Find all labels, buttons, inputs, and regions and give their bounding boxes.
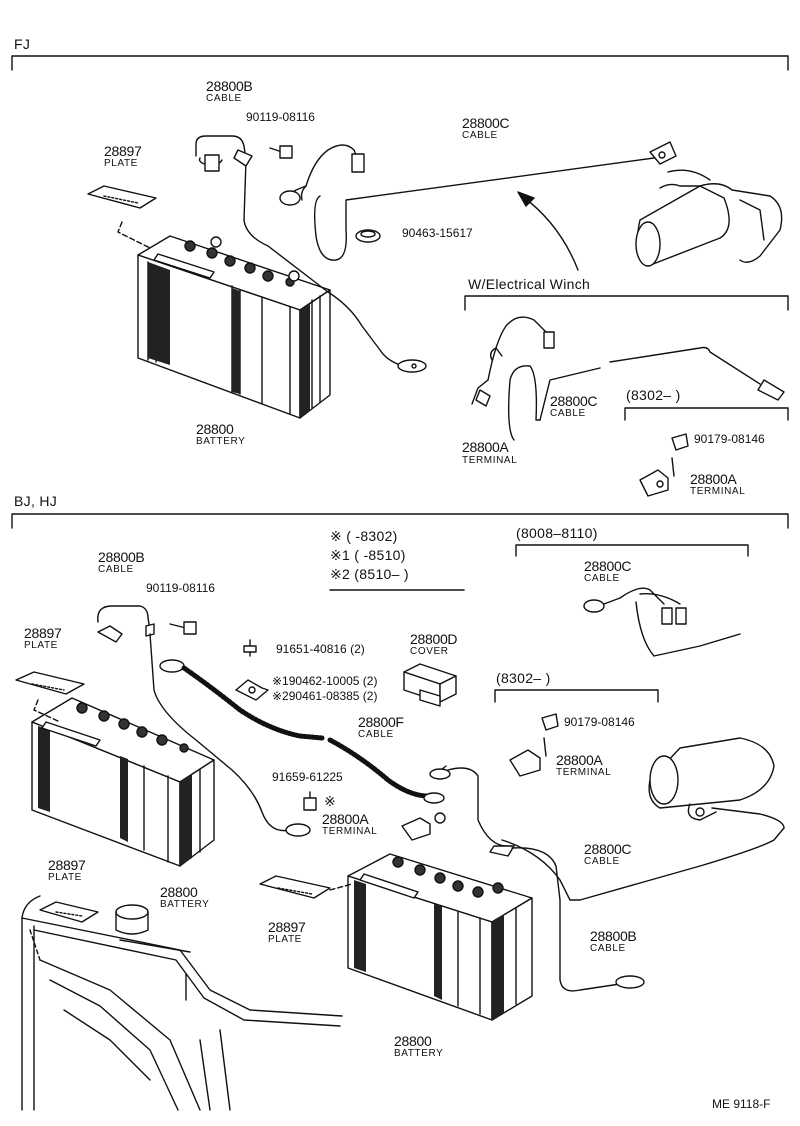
fj-direction-arrow: [517, 191, 579, 271]
bj-right-battery: [347, 853, 533, 1021]
bj-bolt2-part: 91651-40816 (2): [276, 642, 365, 656]
bj-screw1-part: ※190462-10005 (2): [272, 674, 378, 688]
bj-plate-left-part: 28897: [48, 857, 86, 873]
bj-plate-mid-part: 28897: [268, 919, 306, 935]
fj-plate: [87, 185, 157, 249]
fj-bolt: [269, 145, 293, 159]
bj-cable-c-right: [429, 765, 785, 901]
fj-winch-terminal-name: TERMINAL: [462, 455, 518, 466]
bj-bolt3-mark: ※: [324, 793, 337, 809]
legend-row-1: ※1 ( -8510): [330, 547, 406, 563]
fj-clamp-part: 90463-15617: [402, 226, 473, 240]
bj-plate-top: [15, 671, 85, 723]
bj-plate-top-name: PLATE: [24, 640, 58, 651]
fj-winch-cable-c-name: CABLE: [550, 408, 586, 419]
bj-cable-c-top-name: CABLE: [584, 573, 620, 584]
winch-section-bracket: [464, 295, 789, 311]
section-bj-hj-title: BJ, HJ: [14, 493, 58, 509]
bj-screw-bracket: [235, 679, 269, 701]
bj-cover-part: 28800D: [410, 631, 458, 647]
fj-date-bracket: [624, 407, 789, 421]
bj-cable-b-right-part: 28800B: [590, 928, 637, 944]
bj-bolt2: [243, 639, 257, 657]
bj-plate-left: [39, 901, 99, 923]
bj-cable-f-part: 28800F: [358, 714, 404, 730]
bj-cable-b-top: [97, 605, 311, 837]
fj-starter: [635, 169, 783, 267]
bj-range-top: (8008–8110): [516, 525, 598, 541]
fj-cable-b: [195, 135, 427, 373]
bj-nut-part: 90179-08146: [564, 715, 635, 729]
fj-winch-terminal-part: 28800A: [462, 439, 509, 455]
fj-cable-b-part: 28800B: [206, 78, 253, 94]
bj-cable-c-right-name: CABLE: [584, 856, 620, 867]
legend-row-0: ※ ( -8302): [330, 528, 398, 544]
fj-battery-part: 28800: [196, 421, 234, 437]
fj-date-range: (8302– ): [626, 387, 681, 403]
fj-terminal-a-part: 28800A: [690, 471, 737, 487]
bj-plate-mid-name: PLATE: [268, 934, 302, 945]
bj-cable-f-name: CABLE: [358, 729, 394, 740]
fj-plate-part: 28897: [104, 143, 142, 159]
fj-winch-cable-c-part: 28800C: [550, 393, 598, 409]
bj-left-battery: [31, 697, 215, 867]
bj-terminal-a-mid-name: TERMINAL: [322, 826, 378, 837]
fj-bolt-part: 90119-08116: [246, 110, 315, 124]
bj-section-bracket: [11, 513, 789, 529]
fj-battery-name: BATTERY: [196, 436, 246, 447]
fj-cable-c: [279, 141, 677, 261]
bj-terminal-a-right: [509, 737, 547, 777]
fj-winch-cable-c: [471, 316, 785, 441]
bj-battery-right-part: 28800: [394, 1033, 432, 1049]
bj-cover-name: COVER: [410, 646, 449, 657]
bj-cable-b-right-name: CABLE: [590, 943, 626, 954]
section-fj-title: FJ: [14, 36, 31, 52]
bj-bolt3: [303, 791, 317, 811]
bj-plate-left-name: PLATE: [48, 872, 82, 883]
fj-section-bracket: [11, 55, 789, 71]
fj-terminal-a-name: TERMINAL: [690, 486, 746, 497]
fj-cable-c-name: CABLE: [462, 130, 498, 141]
bj-starter: [648, 737, 775, 821]
legend-row-2: ※2 (8510– ): [330, 566, 409, 582]
bj-range-bracket-top: [515, 544, 749, 557]
bj-bolt-part: 90119-08116: [146, 581, 215, 595]
bj-terminal-a-right-part: 28800A: [556, 752, 603, 768]
fj-nut: [671, 433, 689, 451]
fj-terminal-a: [639, 457, 675, 497]
fj-nut-part: 90179-08146: [694, 432, 765, 446]
bj-range-bracket-mid: [494, 689, 659, 703]
vehicle-body-outline: [21, 895, 343, 1111]
fj-plate-name: PLATE: [104, 158, 138, 169]
bj-cable-b-top-part: 28800B: [98, 549, 145, 565]
bj-terminal-a-right-name: TERMINAL: [556, 767, 612, 778]
bj-bolt3-part: 91659-61225: [272, 770, 343, 784]
bj-cable-b-right: [489, 845, 645, 992]
bj-screw2-part: ※290461-08385 (2): [272, 689, 378, 703]
bj-plate-mid: [259, 875, 353, 899]
bj-bolt: [169, 621, 197, 635]
bj-terminal-a-mid: [401, 812, 446, 841]
bj-terminal-a-mid-part: 28800A: [322, 811, 369, 827]
section-winch-title: W/Electrical Winch: [468, 276, 591, 292]
bj-range-mid: (8302– ): [496, 670, 551, 686]
bj-cable-c-top-part: 28800C: [584, 558, 632, 574]
fj-clamp: [355, 229, 381, 243]
bj-plate-top-part: 28897: [24, 625, 62, 641]
fj-cable-c-part: 28800C: [462, 115, 510, 131]
bj-battery-right-name: BATTERY: [394, 1048, 444, 1059]
bj-battery-left-part: 28800: [160, 884, 198, 900]
bj-battery-left-name: BATTERY: [160, 899, 210, 910]
bj-cable-f: [159, 659, 445, 804]
bj-cable-c-right-part: 28800C: [584, 841, 632, 857]
bj-cover: [403, 663, 457, 707]
bj-cable-c-top: [583, 587, 741, 657]
fj-battery: [137, 235, 331, 419]
fj-cable-b-name: CABLE: [206, 93, 242, 104]
bj-nut: [541, 713, 559, 731]
figure-code: ME 9118-F: [712, 1097, 771, 1111]
bj-cable-b-top-name: CABLE: [98, 564, 134, 575]
